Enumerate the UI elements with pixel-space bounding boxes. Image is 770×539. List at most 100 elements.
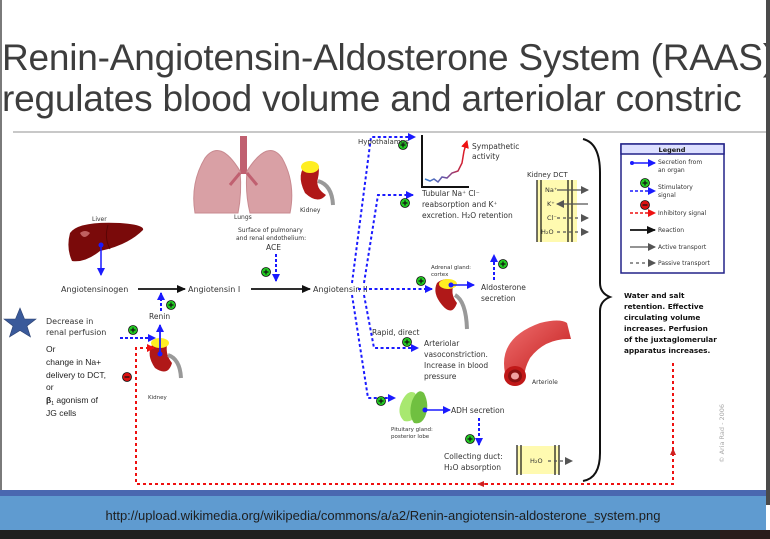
dct-ion-na: Na⁺	[545, 186, 557, 194]
outcome-line-3: circulating volume	[624, 313, 700, 322]
kidney-left-icon	[149, 338, 183, 379]
kidney-dct-diagram	[536, 180, 589, 242]
trigger-line-4: delivery to DCT,	[46, 370, 106, 380]
plus-badge-icon	[376, 396, 386, 406]
sympathetic-line-2: activity	[472, 152, 500, 161]
legend-item-6: Passive transport	[658, 260, 710, 267]
angiotensin-1-label: Angiotensin I	[188, 285, 240, 294]
liver-label: Liver	[92, 216, 107, 223]
beta-symbol: β	[46, 395, 51, 405]
arteriolar-line-1: Arteriolar	[424, 339, 460, 348]
slide-footer: http://upload.wikimedia.org/wikipedia/co…	[0, 496, 766, 530]
arteriole-icon	[504, 320, 571, 386]
dct-ion-k: K⁺	[547, 200, 555, 208]
outcome-line-2: retention. Effective	[624, 302, 704, 311]
outcome-line-1: Water and salt	[624, 291, 685, 300]
plus-badge-icon	[128, 325, 138, 335]
trigger-line-5: agonism of	[54, 395, 99, 405]
legend-item-4: Reaction	[658, 227, 684, 234]
aldosterone-line-1: Aldosterone	[481, 283, 526, 292]
slide-left-border	[0, 0, 2, 505]
branch-tubular	[363, 191, 414, 284]
raas-diagram: Lungs Kidney Liver Angiotensinogen Angio…	[3, 133, 726, 487]
arteriolar-line-2: vasoconstriction.	[424, 350, 488, 359]
dct-ion-h2o: H₂O	[541, 228, 554, 236]
sympathetic-trend-line	[424, 140, 469, 184]
legend-item-1-line-1: Secretion from	[658, 159, 702, 166]
pituitary-gland-icon	[399, 391, 428, 424]
star-icon	[3, 307, 37, 338]
hypothalamus-label: Hypothalamus	[358, 138, 409, 146]
lungs-label: Lungs	[234, 214, 252, 221]
angiotensinogen-label: Angiotensinogen	[61, 285, 128, 294]
tubular-line-2: reabsorption and K⁺	[422, 200, 497, 209]
title-line-1: Renin-Angiotensin-Aldosterone System (RA…	[2, 37, 766, 78]
angiotensin-2-branches	[351, 133, 433, 402]
plus-badge-icon	[498, 259, 508, 269]
collecting-duct-line-1: Collecting duct:	[444, 452, 503, 461]
legend-title: Legend	[659, 146, 686, 154]
lungs-icon	[193, 136, 293, 214]
cd-h2o-label: H₂O	[530, 457, 543, 465]
arteriolar-line-4: pressure	[424, 372, 457, 381]
legend-minus-badge-icon	[640, 200, 650, 210]
dct-ion-cl: Cl⁻	[547, 214, 557, 222]
ace-label: ACE	[266, 243, 281, 252]
outcome-line-4: increases. Perfusion	[624, 324, 708, 333]
legend-item-2-line-1: Stimulatory	[658, 184, 693, 191]
legend-item-3: Inhibitory signal	[658, 210, 707, 217]
ace-caption-line-1: Surface of pulmonary	[238, 227, 303, 234]
copyright-label: © Aria Rad - 2006	[718, 404, 726, 463]
plus-badge-icon	[400, 198, 410, 208]
minus-badge-icon	[122, 372, 132, 382]
rapid-direct-label: Rapid, direct	[372, 328, 420, 337]
trigger-or-1: Or	[46, 344, 56, 354]
collecting-duct-diagram	[516, 445, 573, 475]
footer-accent-bar	[0, 490, 766, 496]
summary-brace	[582, 138, 613, 482]
kidney-dct-label: Kidney DCT	[527, 171, 568, 179]
liver-secretion-arrow	[97, 242, 105, 276]
trigger-or-2: or	[46, 382, 54, 392]
plus-badge-icon	[402, 337, 412, 347]
adrenal-label-line-2: cortex	[431, 272, 449, 278]
ace-caption-line-2: and renal endothelium:	[236, 235, 306, 242]
source-url[interactable]: http://upload.wikimedia.org/wikipedia/co…	[105, 508, 661, 523]
legend-item-5: Active transport	[658, 244, 707, 251]
aldosterone-line-2: secretion	[481, 294, 516, 303]
trigger-line-6: JG cells	[46, 408, 76, 418]
renin-label: Renin	[149, 312, 170, 321]
adh-label: ADH secretion	[451, 406, 505, 415]
plus-badge-icon	[398, 140, 408, 150]
outcome-line-6: apparatus increases.	[624, 346, 711, 355]
legend-plus-badge-icon	[640, 178, 650, 188]
kidney-top-icon	[300, 161, 335, 206]
tubular-line-3: excretion. H₂O retention	[422, 211, 513, 220]
title-line-2: regulates blood volume and arteriolar co…	[2, 78, 742, 119]
legend-item-1-line-2: an organ	[658, 167, 685, 174]
plus-badge-icon	[416, 276, 426, 286]
liver-icon	[68, 222, 144, 262]
slide-right-border	[766, 0, 770, 505]
angiotensin-2-label: Angiotensin II	[313, 285, 368, 294]
kidney-left-label: Kidney	[148, 395, 167, 401]
branch-pituitary	[351, 294, 396, 402]
trigger-line-1: Decrease in	[46, 317, 93, 326]
adrenal-label-line-1: Adrenal gland:	[431, 265, 471, 271]
bottom-dark-strip-right	[720, 530, 770, 539]
title-divider	[13, 131, 766, 133]
outcome-line-5: of the juxtaglomerular	[624, 335, 717, 344]
sympathetic-graph-axes	[421, 135, 469, 188]
kidney-top-label: Kidney	[300, 207, 321, 214]
legend-item-2-line-2: signal	[658, 192, 676, 199]
tubular-line-1: Tubular Na⁺ Cl⁻	[421, 189, 480, 198]
legend: Legend Secretion from an organ Stimulato…	[620, 143, 725, 274]
arteriole-label: Arteriole	[532, 379, 558, 386]
plus-badge-icon	[261, 267, 271, 277]
plus-badge-icon	[166, 300, 176, 310]
bottom-dark-strip	[0, 530, 770, 539]
trigger-line-3: change in Na+	[46, 357, 101, 367]
pituitary-label-line-1: Pituitary gland:	[391, 427, 433, 433]
branch-hypothalamus	[351, 133, 416, 284]
slide-title: Renin-Angiotensin-Aldosterone System (RA…	[2, 37, 766, 119]
